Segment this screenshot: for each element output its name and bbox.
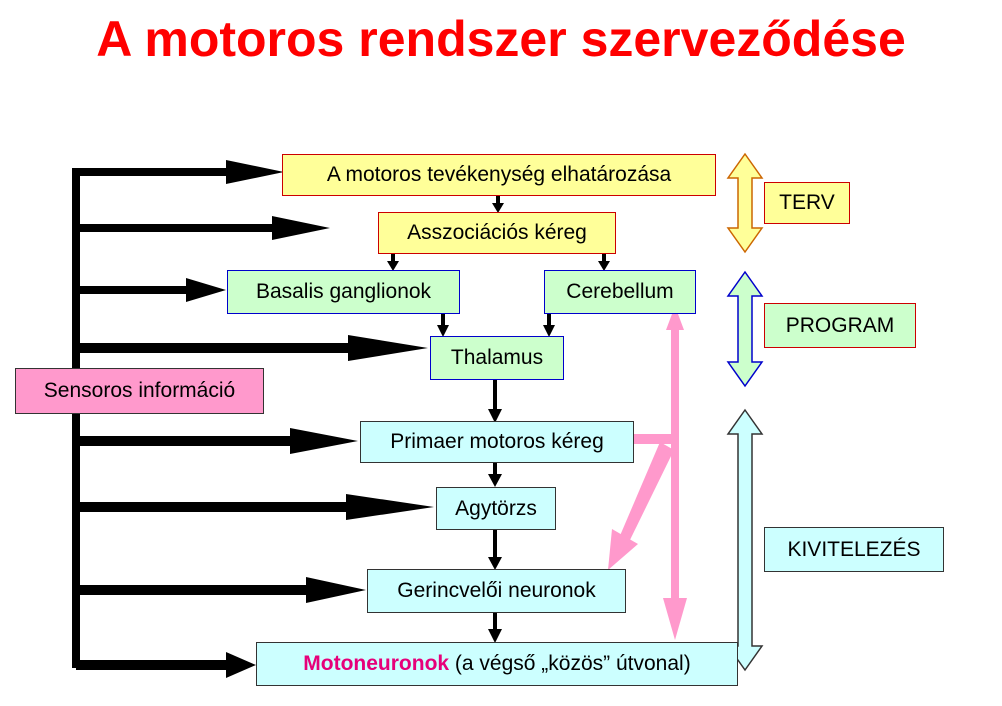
sensory-arrows: [76, 160, 434, 678]
program-double-arrow: [726, 270, 764, 388]
association-cortex-box: Asszociációs kéreg: [378, 212, 616, 254]
plan-label: TERV: [764, 182, 850, 224]
final-common-path-label: (a végső „közös” útvonal): [449, 652, 691, 675]
execution-double-arrow: [726, 408, 764, 672]
spinal-neurons-box: Gerincvelői neuronok: [367, 569, 626, 613]
stage-arrows: [726, 152, 764, 672]
plan-double-arrow: [726, 152, 764, 254]
thalamus-box: Thalamus: [430, 336, 564, 380]
motoneuron-box: Motoneuronok (a végső „közös” útvonal): [256, 642, 738, 686]
decision-box: A motoros tevékenység elhatározása: [282, 154, 716, 196]
motoneuron-label: Motoneuronok: [303, 652, 450, 675]
primary-motor-cortex-box: Primaer motoros kéreg: [360, 421, 634, 463]
brainstem-box: Agytörzs: [436, 487, 556, 530]
page-title: A motoros rendszer szerveződése: [96, 11, 906, 67]
basal-ganglia-box: Basalis ganglionok: [227, 270, 460, 314]
flow-arrows: [387, 196, 610, 643]
feedback-arrows: [608, 306, 687, 640]
execution-label: KIVITELEZÉS: [764, 527, 944, 572]
sensory-information-box: Sensoros információ: [15, 368, 264, 414]
program-label: PROGRAM: [764, 303, 916, 348]
cerebellum-box: Cerebellum: [544, 270, 696, 314]
